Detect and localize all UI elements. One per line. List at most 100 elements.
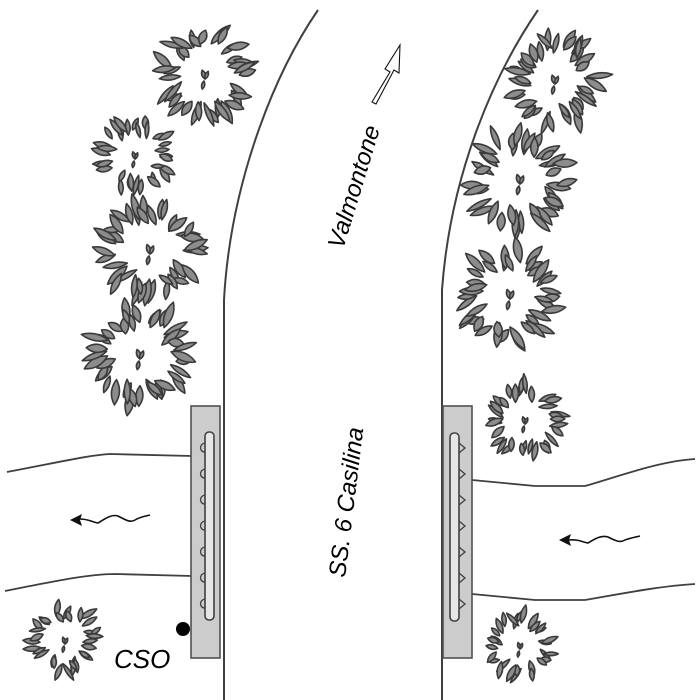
- tree-leaf: [77, 606, 84, 623]
- tree-leaf: [80, 332, 109, 342]
- tree-leaf: [534, 295, 554, 303]
- tree-leaf: [504, 66, 532, 76]
- bridge-hook: [199, 520, 206, 531]
- tree-leaf: [521, 372, 529, 395]
- tree-leaf: [104, 126, 113, 140]
- tree-leaf: [33, 649, 50, 659]
- tree-leaf: [127, 172, 135, 192]
- bridge-east: [442, 405, 473, 659]
- tree-leaf: [486, 651, 497, 664]
- stream-west: [4, 453, 193, 592]
- tree-leaf: [529, 136, 539, 158]
- tree-leaf: [489, 400, 504, 415]
- tree-leaf: [489, 125, 501, 151]
- tree-leaf: [552, 32, 560, 54]
- tree-leaf: [183, 221, 195, 238]
- trees-layer: [22, 24, 614, 684]
- tree-leaf: [491, 425, 505, 439]
- tree-leaf: [194, 101, 203, 122]
- tree-leaf: [478, 249, 496, 265]
- tree-leaf: [224, 99, 245, 111]
- tree-leaf: [543, 395, 563, 404]
- tree-leaf: [200, 80, 206, 90]
- road-name-label: SS. 6 Casilina: [324, 426, 369, 579]
- tree-leaf: [154, 147, 170, 154]
- tree-leaf: [546, 112, 555, 133]
- tree-icon: [90, 115, 176, 197]
- tree-leaf: [158, 74, 182, 81]
- bridge-hook: [458, 546, 467, 558]
- tree-leaf: [109, 213, 124, 235]
- flow-arrowhead-east: [559, 534, 571, 546]
- tree-leaf: [536, 41, 545, 62]
- tree-leaf: [575, 61, 590, 72]
- tree-leaf: [508, 290, 515, 300]
- tree-leaf: [32, 646, 47, 655]
- tree-leaf: [169, 363, 192, 379]
- tree-leaf: [464, 282, 488, 293]
- stream-west-south-bank: [4, 573, 193, 592]
- tree-leaf: [487, 636, 500, 644]
- tree-leaf: [543, 651, 559, 657]
- tree-leaf: [109, 209, 131, 223]
- tree-leaf: [496, 438, 508, 455]
- tree-leaf: [217, 26, 228, 45]
- tree-leaf: [160, 198, 169, 221]
- tree-leaf: [151, 65, 177, 74]
- tree-leaf: [522, 132, 536, 153]
- tree-leaf: [107, 321, 124, 333]
- tree-leaf: [158, 140, 173, 147]
- tree-leaf: [583, 77, 608, 93]
- tree-leaf: [95, 159, 114, 168]
- tree-leaf: [562, 35, 577, 51]
- tree-leaf: [78, 650, 91, 659]
- tree-leaf: [170, 36, 193, 50]
- tree-leaf: [135, 384, 144, 408]
- tree-leaf: [146, 175, 161, 188]
- tree-leaf: [496, 211, 506, 232]
- tree-leaf: [68, 659, 78, 671]
- tree-leaf: [543, 153, 566, 168]
- tree-leaf: [133, 152, 139, 160]
- tree-leaf: [113, 116, 128, 133]
- road-east-edge: [441, 9, 539, 700]
- tree-leaf: [586, 71, 614, 80]
- tree-leaf: [540, 635, 559, 645]
- tree-leaf: [50, 654, 58, 670]
- bridge-hook: [458, 468, 467, 480]
- tree-icon: [459, 122, 578, 241]
- tree-leaf: [536, 33, 553, 50]
- tree-leaf: [91, 245, 116, 257]
- flow-arrowhead-west: [70, 514, 82, 526]
- tree-leaf: [82, 638, 99, 645]
- tree-leaf: [130, 273, 138, 299]
- tree-leaf: [93, 227, 117, 242]
- tree-icon: [485, 604, 559, 684]
- tree-leaf: [507, 204, 517, 226]
- tree-leaf: [158, 153, 174, 162]
- tree-leaf: [509, 326, 526, 350]
- tree-leaf: [544, 196, 564, 208]
- tree-leaf: [550, 85, 556, 95]
- tree-leaf: [527, 385, 536, 403]
- tree-leaf: [516, 650, 521, 658]
- tree-leaf: [466, 267, 484, 278]
- bridge-hook: [458, 442, 467, 454]
- tree-leaf: [62, 662, 75, 681]
- tree-leaf: [505, 612, 520, 627]
- tree-icon: [22, 598, 104, 681]
- tree-leaf: [124, 202, 134, 226]
- tree-leaf: [170, 350, 197, 364]
- bridge-hook: [199, 494, 206, 505]
- tree-leaf: [131, 304, 142, 324]
- flow-wave-east: [568, 535, 641, 544]
- tree-leaf: [574, 90, 597, 107]
- tree-leaf: [527, 438, 534, 455]
- cso-label: CSO: [114, 644, 170, 674]
- tree-leaf: [523, 417, 529, 425]
- tree-leaf: [520, 52, 535, 67]
- tree-leaf: [167, 370, 186, 385]
- tree-leaf: [203, 102, 215, 127]
- bridge-hook: [199, 442, 206, 453]
- tree-leaf: [578, 85, 595, 95]
